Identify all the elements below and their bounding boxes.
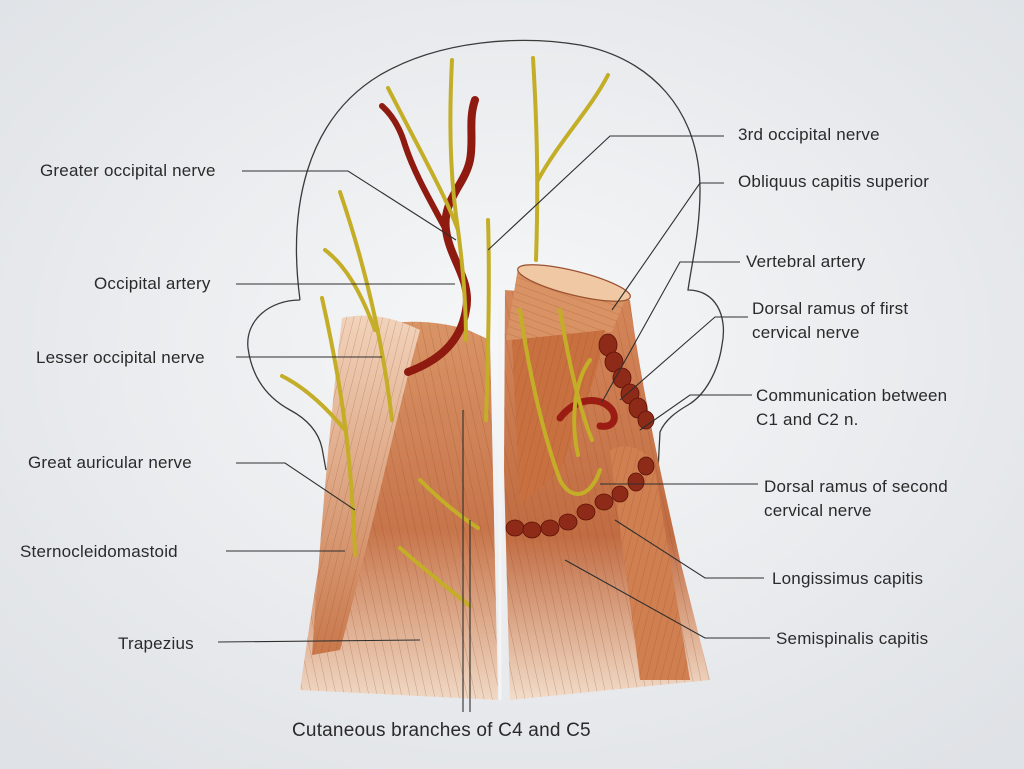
leader-trapezius [217, 639, 421, 643]
third-occipital-nerve [484, 218, 491, 422]
leader-semispinalis [564, 559, 770, 639]
label-dorsal-ramus-first-line2: cervical nerve [752, 323, 860, 342]
dorsal-ramus-second-band [505, 456, 655, 539]
label-dorsal-ramus-first-line1: Dorsal ramus of first [752, 299, 909, 318]
vertebral-arch [598, 333, 655, 430]
label-dorsal-ramus-second-line2: cervical nerve [764, 501, 872, 520]
label-vertebral-artery: Vertebral artery [746, 252, 866, 271]
leader-great-auricular [236, 462, 356, 511]
great-auricular-nerve [320, 296, 357, 557]
dorsal-ramus-first-nerve [518, 308, 602, 496]
label-dorsal-ramus-second-line1: Dorsal ramus of second [764, 477, 948, 496]
label-obliquus-capitis-superior: Obliquus capitis superior [738, 172, 930, 191]
lesser-occipital-nerve [338, 190, 394, 422]
c1-c2-communication-nerve [572, 358, 592, 457]
leader-dorsal-first [619, 316, 748, 401]
label-great-auricular-nerve: Great auricular nerve [28, 453, 192, 472]
label-semispinalis-capitis: Semispinalis capitis [776, 629, 929, 648]
label-sternocleidomastoid: Sternocleidomastoid [20, 542, 178, 561]
muscle-cut-end [517, 264, 631, 302]
leader-third-occipital [487, 135, 724, 251]
label-occipital-artery: Occipital artery [94, 274, 211, 293]
label-communication-line1: Communication between [756, 386, 948, 405]
cutaneous-branch-upper [418, 478, 480, 530]
label-longissimus-capitis: Longissimus capitis [772, 569, 924, 588]
cutaneous-branch-lower [398, 546, 472, 608]
leader-greater-occipital [242, 170, 457, 241]
leader-obliquus [611, 182, 724, 311]
leader-longissimus [614, 519, 764, 579]
head-outline [247, 39, 725, 471]
label-trapezius: Trapezius [118, 634, 194, 653]
label-communication-line2: C1 and C2 n. [756, 410, 859, 429]
leader-vertebral-artery [601, 261, 740, 403]
occipital-nerve-branch [531, 56, 540, 262]
label-third-occipital-nerve: 3rd occipital nerve [738, 125, 880, 144]
label-greater-occipital-nerve: Greater occipital nerve [40, 161, 216, 180]
label-lesser-occipital-nerve: Lesser occipital nerve [36, 348, 205, 367]
label-cutaneous-branches: Cutaneous branches of C4 and C5 [292, 720, 591, 741]
leader-communication [639, 394, 752, 431]
